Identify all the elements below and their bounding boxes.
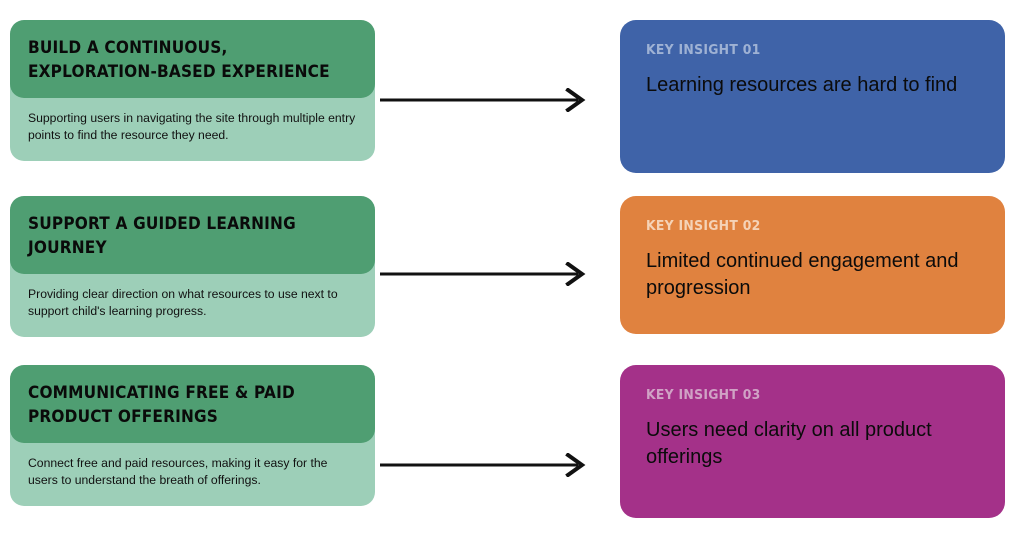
mapping-row: BUILD A CONTINUOUS, EXPLORATION-BASED EX… — [0, 20, 1024, 173]
connector-arrow — [380, 262, 590, 286]
recommendation-title: COMMUNICATING FREE & PAID PRODUCT OFFERI… — [28, 383, 295, 426]
insight-card[interactable]: KEY INSIGHT 02 Limited continued engagem… — [620, 196, 1005, 334]
mapping-row: SUPPORT A GUIDED LEARNING JOURNEY Provid… — [0, 196, 1024, 337]
arrow-right-icon — [380, 262, 586, 286]
insight-statement: Users need clarity on all product offeri… — [646, 419, 932, 468]
insight-kicker: KEY INSIGHT 02 — [646, 218, 761, 234]
recommendation-description: Supporting users in navigating the site … — [28, 110, 356, 143]
recommendation-header: SUPPORT A GUIDED LEARNING JOURNEY — [10, 196, 375, 274]
connector-arrow — [380, 88, 590, 112]
connector-arrow — [380, 453, 590, 477]
recommendation-header: COMMUNICATING FREE & PAID PRODUCT OFFERI… — [10, 365, 375, 443]
insight-card[interactable]: KEY INSIGHT 01 Learning resources are ha… — [620, 20, 1005, 173]
recommendation-header: BUILD A CONTINUOUS, EXPLORATION-BASED EX… — [10, 20, 375, 98]
recommendation-card[interactable]: SUPPORT A GUIDED LEARNING JOURNEY Provid… — [10, 196, 375, 337]
arrow-right-icon — [380, 88, 586, 112]
recommendation-title: SUPPORT A GUIDED LEARNING JOURNEY — [28, 214, 296, 257]
insight-card[interactable]: KEY INSIGHT 03 Users need clarity on all… — [620, 365, 1005, 518]
mapping-row: COMMUNICATING FREE & PAID PRODUCT OFFERI… — [0, 365, 1024, 518]
recommendation-description: Providing clear direction on what resour… — [28, 286, 338, 319]
insight-statement: Limited continued engagement and progres… — [646, 250, 959, 299]
recommendation-title: BUILD A CONTINUOUS, EXPLORATION-BASED EX… — [28, 38, 330, 81]
recommendation-description: Connect free and paid resources, making … — [28, 455, 328, 488]
insight-statement: Learning resources are hard to find — [646, 74, 958, 96]
insight-kicker: KEY INSIGHT 01 — [646, 42, 761, 58]
recommendation-card[interactable]: BUILD A CONTINUOUS, EXPLORATION-BASED EX… — [10, 20, 375, 161]
recommendation-card[interactable]: COMMUNICATING FREE & PAID PRODUCT OFFERI… — [10, 365, 375, 506]
insight-kicker: KEY INSIGHT 03 — [646, 387, 761, 403]
arrow-right-icon — [380, 453, 586, 477]
